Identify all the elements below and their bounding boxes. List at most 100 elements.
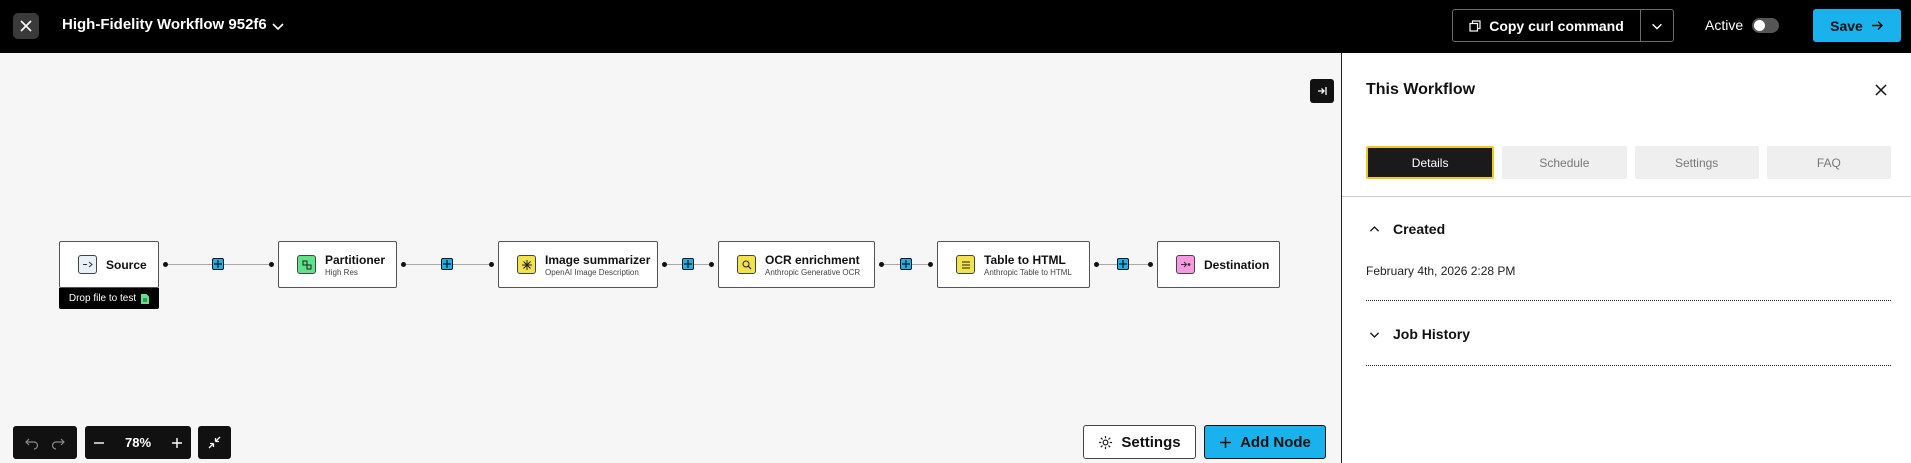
add-step-button[interactable] bbox=[441, 258, 453, 270]
edge-handle[interactable] bbox=[662, 262, 667, 267]
node-subtitle: OpenAI Image Description bbox=[545, 267, 639, 277]
created-section-header[interactable]: Created bbox=[1368, 221, 1445, 237]
node-source[interactable]: Source bbox=[59, 241, 159, 288]
settings-label: Settings bbox=[1121, 433, 1181, 451]
fit-view-button[interactable] bbox=[198, 426, 231, 459]
zoom-controls: 78% bbox=[85, 426, 191, 459]
gear-icon bbox=[1099, 435, 1113, 449]
tab-details[interactable]: Details bbox=[1366, 146, 1495, 179]
save-button[interactable]: Save bbox=[1813, 9, 1901, 42]
copy-curl-button[interactable]: Copy curl command bbox=[1453, 10, 1641, 41]
edge-handle[interactable] bbox=[489, 262, 494, 267]
partitioner-icon bbox=[297, 255, 316, 274]
chevron-up-icon bbox=[1369, 225, 1380, 232]
add-step-button[interactable] bbox=[900, 258, 912, 270]
add-step-button[interactable] bbox=[212, 258, 224, 270]
chevron-down-icon bbox=[1652, 23, 1662, 30]
node-destination[interactable]: Destination bbox=[1157, 241, 1280, 288]
workflow-details-panel: This Workflow Details Schedule Settings … bbox=[1341, 53, 1911, 463]
edge-3 bbox=[660, 258, 716, 270]
node-image-summarizer[interactable]: Image summarizer OpenAI Image Descriptio… bbox=[498, 241, 658, 288]
table-icon bbox=[956, 255, 975, 274]
chevron-down-icon[interactable] bbox=[270, 18, 286, 34]
sparkle-icon bbox=[517, 255, 536, 274]
edge-handle[interactable] bbox=[163, 262, 168, 267]
history-controls bbox=[13, 426, 77, 459]
ocr-icon bbox=[737, 255, 756, 274]
add-node-button[interactable]: Add Node bbox=[1204, 425, 1326, 459]
zoom-in-icon[interactable] bbox=[171, 437, 183, 449]
divider bbox=[1366, 365, 1891, 366]
close-workflow-button[interactable] bbox=[13, 13, 39, 39]
drop-hint-label: Drop file to test bbox=[68, 293, 137, 304]
node-ocr-enrichment[interactable]: OCR enrichment Anthropic Generative OCR bbox=[718, 241, 875, 288]
tab-faq[interactable]: FAQ bbox=[1766, 146, 1891, 179]
copy-curl-label: Copy curl command bbox=[1489, 17, 1624, 34]
undo-icon[interactable] bbox=[25, 436, 39, 450]
collapse-right-icon bbox=[1318, 87, 1327, 95]
created-value: February 4th, 2026 2:28 PM bbox=[1366, 264, 1516, 278]
plus-icon bbox=[443, 260, 451, 268]
edge-handle[interactable] bbox=[879, 262, 884, 267]
zoom-level: 78% bbox=[124, 435, 152, 450]
divider bbox=[1366, 300, 1891, 301]
source-icon bbox=[78, 255, 97, 274]
plus-icon bbox=[1220, 436, 1232, 448]
job-history-section-header[interactable]: Job History bbox=[1368, 326, 1470, 342]
node-subtitle: High Res bbox=[325, 267, 358, 277]
node-title: Destination bbox=[1204, 257, 1270, 272]
save-label: Save bbox=[1830, 17, 1863, 34]
node-subtitle: Anthropic Generative OCR bbox=[765, 267, 861, 277]
edge-4 bbox=[877, 258, 935, 270]
edge-handle[interactable] bbox=[928, 262, 933, 267]
add-step-button[interactable] bbox=[682, 258, 694, 270]
edge-handle[interactable] bbox=[269, 262, 274, 267]
node-title: OCR enrichment bbox=[765, 252, 860, 267]
divider bbox=[1342, 196, 1911, 197]
workflow-title[interactable]: High-Fidelity Workflow 952f6 bbox=[62, 16, 267, 33]
toggle-knob bbox=[1754, 20, 1765, 31]
node-partitioner[interactable]: Partitioner High Res bbox=[278, 241, 397, 288]
add-step-button[interactable] bbox=[1117, 258, 1129, 270]
plus-icon bbox=[1119, 260, 1127, 268]
node-title: Partitioner bbox=[325, 252, 386, 267]
tab-schedule[interactable]: Schedule bbox=[1502, 146, 1627, 179]
close-icon[interactable] bbox=[1873, 82, 1889, 98]
copy-curl-dropdown-button[interactable] bbox=[1641, 10, 1673, 41]
copy-curl-group: Copy curl command bbox=[1452, 9, 1674, 42]
zoom-out-icon[interactable] bbox=[93, 437, 105, 449]
workflow-canvas[interactable]: Source Partitioner High Res Image summar… bbox=[0, 53, 1341, 463]
tab-settings[interactable]: Settings bbox=[1634, 146, 1759, 179]
plus-icon bbox=[684, 260, 692, 268]
panel-title: This Workflow bbox=[1366, 81, 1476, 98]
edge-handle[interactable] bbox=[1094, 262, 1099, 267]
drop-file-hint[interactable]: Drop file to test bbox=[59, 288, 159, 309]
plus-icon bbox=[902, 260, 910, 268]
node-subtitle: Anthropic Table to HTML bbox=[984, 267, 1072, 277]
file-icon bbox=[141, 293, 150, 304]
edge-handle[interactable] bbox=[401, 262, 406, 267]
chevron-down-icon bbox=[1369, 331, 1380, 338]
plus-icon bbox=[214, 260, 222, 268]
edge-5 bbox=[1092, 258, 1155, 270]
redo-icon[interactable] bbox=[51, 436, 65, 450]
add-node-label: Add Node bbox=[1240, 433, 1311, 451]
node-title: Image summarizer bbox=[545, 252, 651, 267]
edge-handle[interactable] bbox=[1148, 262, 1153, 267]
active-label: Active bbox=[1705, 17, 1744, 33]
top-bar: High-Fidelity Workflow 952f6 Copy curl c… bbox=[0, 0, 1911, 53]
arrow-right-icon bbox=[1871, 20, 1883, 31]
canvas-settings-button[interactable]: Settings bbox=[1083, 425, 1196, 459]
minimize-icon bbox=[208, 436, 221, 449]
collapse-panel-button[interactable] bbox=[1310, 79, 1334, 103]
node-title: Table to HTML bbox=[984, 252, 1066, 267]
edge-2 bbox=[399, 258, 496, 270]
copy-icon bbox=[1469, 19, 1481, 32]
node-table-to-html[interactable]: Table to HTML Anthropic Table to HTML bbox=[937, 241, 1090, 288]
destination-icon bbox=[1176, 255, 1195, 274]
node-title: Source bbox=[106, 257, 147, 272]
close-icon bbox=[20, 20, 32, 32]
panel-tabs: Details Schedule Settings FAQ bbox=[1366, 146, 1891, 179]
edge-handle[interactable] bbox=[709, 262, 714, 267]
active-toggle[interactable] bbox=[1752, 18, 1779, 33]
